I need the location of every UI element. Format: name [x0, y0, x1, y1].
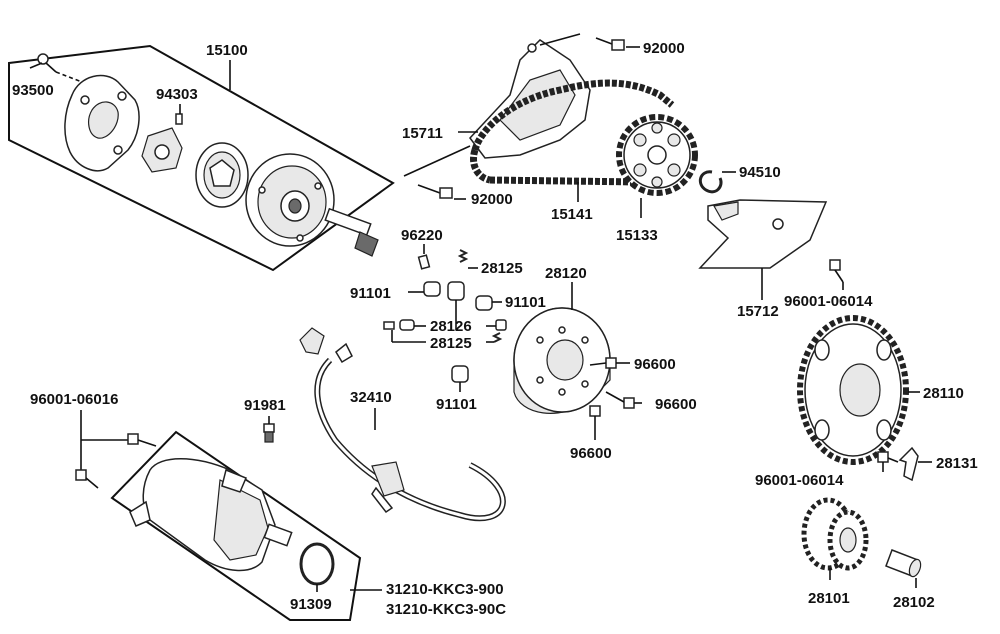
bolt-96001-06014-a-icon — [829, 259, 844, 283]
label-91981: 91981 — [244, 397, 286, 414]
bolt-92000-top-icon — [595, 37, 625, 51]
starter-motor-icon — [129, 458, 293, 572]
screw-93500-icon — [29, 53, 57, 73]
o-ring-icon — [299, 542, 335, 586]
roller-91101-b-icon — [447, 281, 465, 301]
starter-cable-icon — [299, 327, 506, 522]
pump-cover-icon — [64, 74, 140, 172]
label-28110: 28110 — [923, 385, 964, 402]
drive-chain-icon — [470, 79, 675, 186]
label-94510: 94510 — [739, 164, 781, 181]
label-28102: 28102 — [893, 594, 935, 611]
fitting-91981-icon — [263, 423, 275, 443]
label-96001-06014-b: 96001-06014 — [755, 472, 844, 489]
bolt-96600-c-icon — [589, 405, 601, 428]
label-96001-06014-a: 96001-06014 — [784, 293, 873, 310]
label-15711: 15711 — [402, 125, 443, 142]
label-96600-a: 96600 — [634, 356, 676, 373]
roller-91101-a-icon — [423, 281, 441, 297]
roller-91101-d-icon — [451, 365, 469, 383]
label-15712: 15712 — [737, 303, 779, 320]
label-28125-b: 28125 — [430, 335, 472, 352]
label-91101-b: 91101 — [505, 294, 546, 311]
label-91101-a: 91101 — [350, 285, 391, 302]
bolt-96001-06016-b-icon — [75, 469, 99, 489]
label-15141: 15141 — [551, 206, 593, 223]
bolt-96600-b-icon — [605, 391, 635, 409]
label-96220: 96220 — [401, 227, 443, 244]
label-93500: 93500 — [12, 82, 54, 99]
label-96600-c: 96600 — [570, 445, 612, 462]
label-31210-kkc3-90c: 31210-KKC3-90C — [386, 601, 506, 618]
spring-28125-b-icon — [491, 332, 503, 343]
label-92000-mid: 92000 — [471, 191, 513, 208]
label-92000-top: 92000 — [643, 40, 685, 57]
starter-clutch-icon — [513, 307, 611, 414]
label-28126: 28126 — [430, 318, 472, 335]
pump-drive-shaft-icon — [324, 207, 379, 257]
pin-94303-icon — [175, 113, 183, 125]
inner-rotor-icon — [141, 127, 183, 173]
label-28125-a: 28125 — [481, 260, 523, 277]
label-31210-kkc3-900: 31210-KKC3-900 — [386, 581, 504, 598]
circlip-icon — [698, 170, 723, 194]
spring-28125-a-icon — [457, 249, 469, 263]
label-91101-c: 91101 — [436, 396, 477, 413]
rear-sprocket-icon — [797, 315, 909, 465]
label-15133: 15133 — [616, 227, 658, 244]
label-91309: 91309 — [290, 596, 332, 613]
oil-pump-body-icon — [245, 153, 335, 247]
label-96001-06016: 96001-06016 — [30, 391, 118, 408]
label-15100: 15100 — [206, 42, 248, 59]
label-94303: 94303 — [156, 86, 198, 103]
roller-91101-c-icon — [475, 295, 493, 311]
pin-96220-icon — [417, 254, 431, 270]
plunger-28126-icon — [383, 319, 507, 331]
starter-motor-group-frame — [110, 430, 362, 621]
gear-pair-icon — [801, 497, 869, 571]
bolt-92000-mid-icon — [417, 184, 453, 199]
bolt-96001-06014-b-icon — [877, 451, 899, 463]
label-96600-b: 96600 — [655, 396, 697, 413]
bracket-28131-icon — [898, 446, 919, 482]
oil-pump-group-frame — [8, 44, 395, 272]
bushing-icon — [885, 549, 922, 578]
sprocket-icon — [616, 114, 698, 196]
label-28120: 28120 — [545, 265, 587, 282]
chain-tensioner-plate-icon — [698, 199, 828, 269]
pump-rotor-icon — [195, 142, 249, 208]
label-28131: 28131 — [936, 455, 978, 472]
label-32410: 32410 — [350, 389, 392, 406]
bolt-96001-06016-a-icon — [127, 433, 157, 447]
label-28101: 28101 — [808, 590, 850, 607]
